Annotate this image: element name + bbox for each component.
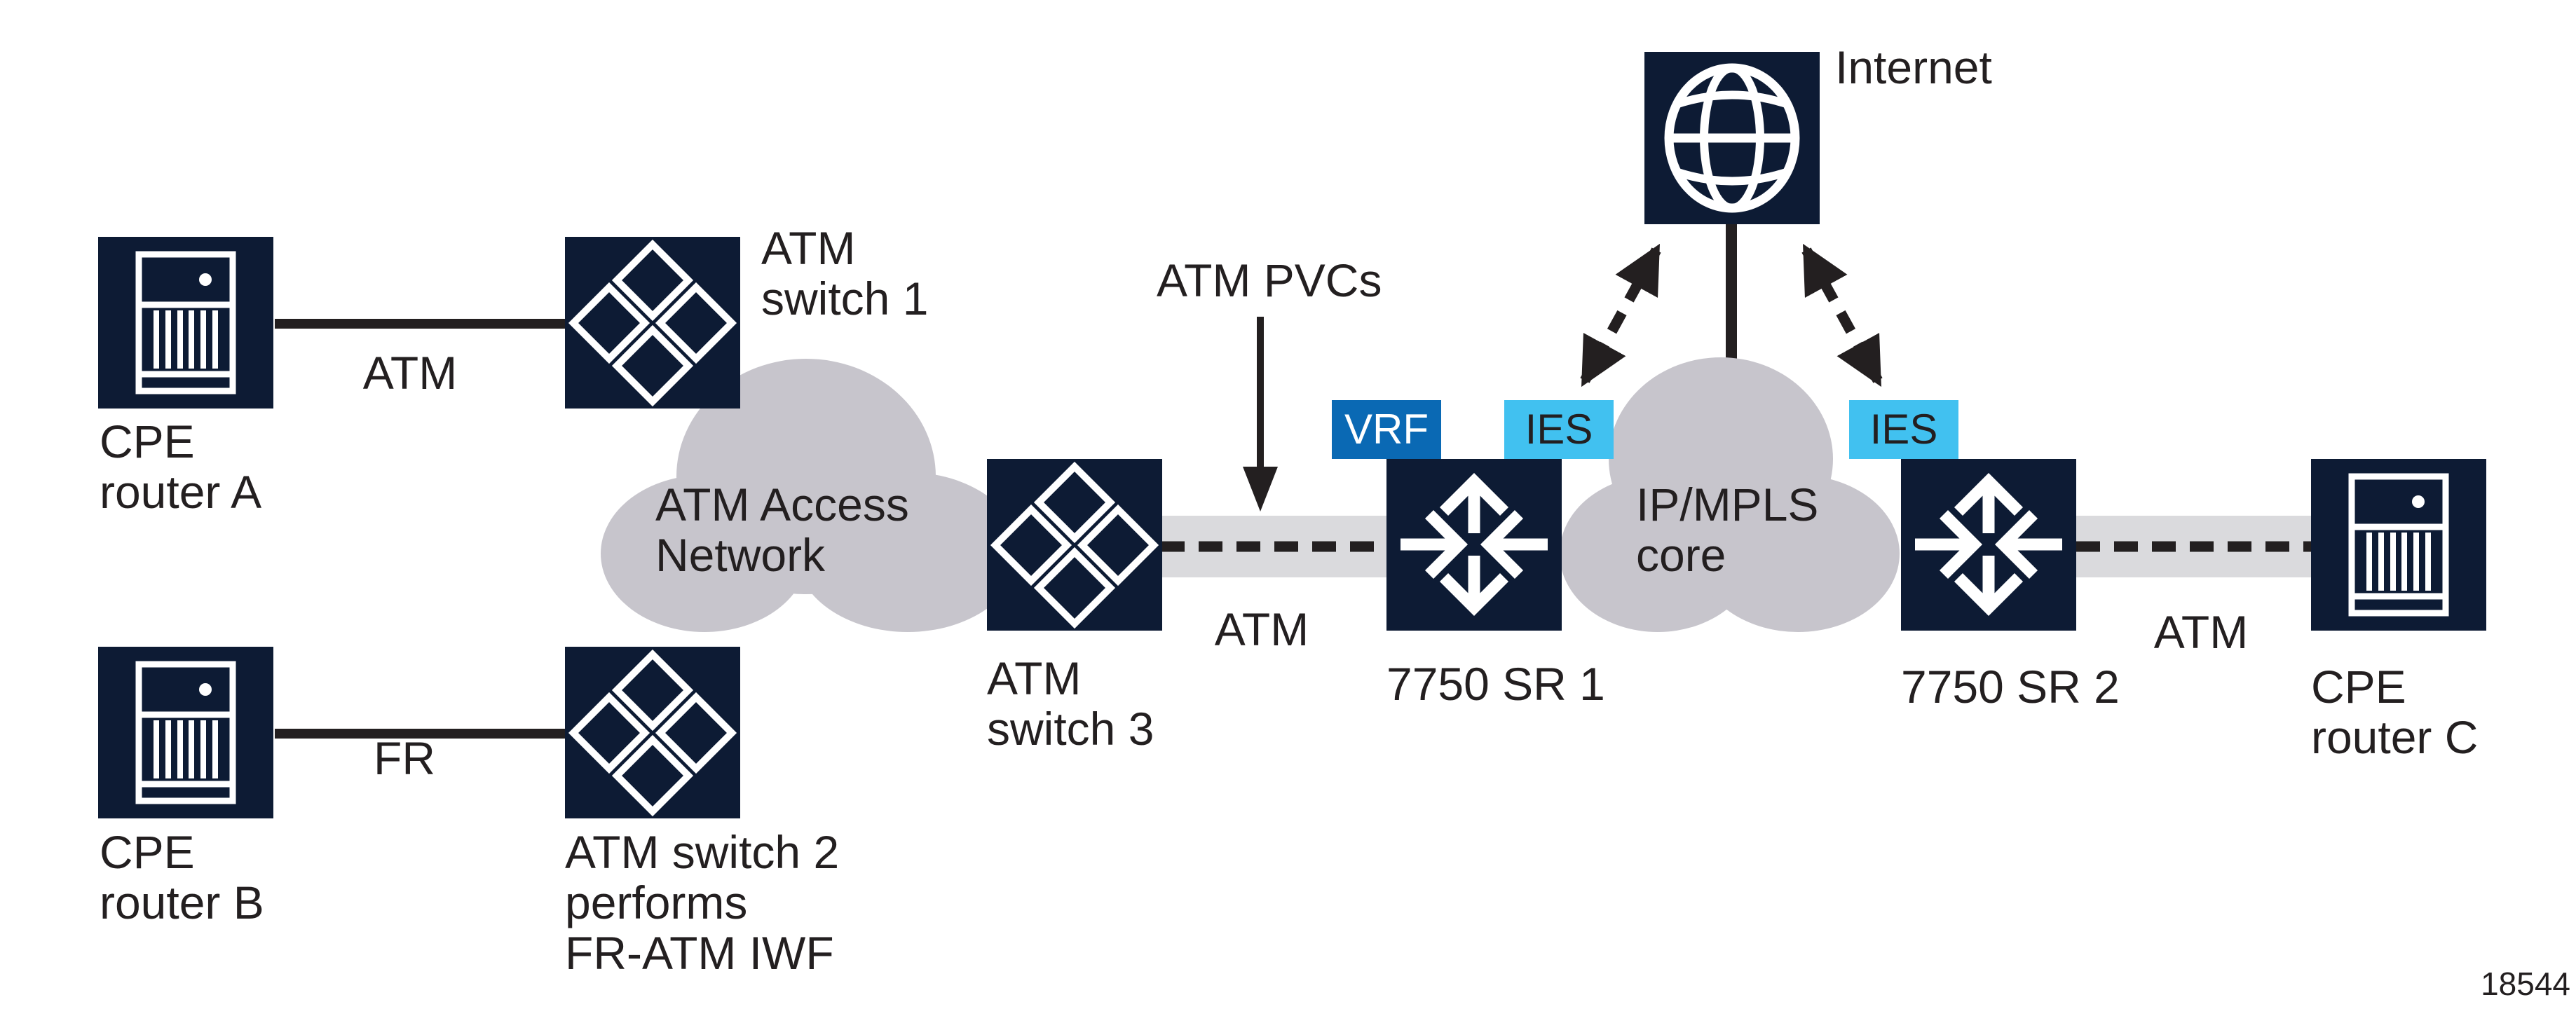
badge-vrf: VRF xyxy=(1332,400,1441,459)
badge-vrf-label: VRF xyxy=(1344,406,1429,453)
globe-icon xyxy=(1644,52,1820,224)
node-internet xyxy=(1644,52,1820,224)
router-icon xyxy=(1386,459,1562,631)
node-atm-switch-2 xyxy=(565,647,740,818)
label-7750-sr-2: 7750 SR 2 xyxy=(1901,661,2120,713)
router-icon xyxy=(1901,459,2076,631)
node-cpe-router-a xyxy=(98,237,273,409)
label-7750-sr-1: 7750 SR 1 xyxy=(1386,658,1605,710)
label-atm-switch-2: ATM switch 2 performs FR-ATM IWF xyxy=(565,826,840,979)
atm-access-network-cloud xyxy=(601,359,1020,632)
server-icon xyxy=(98,647,273,818)
link-label-atm-cpe-a: ATM xyxy=(362,347,458,399)
label-cpe-router-b: CPE router B xyxy=(100,826,264,928)
atm-pvcs-pointer-arrow xyxy=(1243,317,1278,512)
badge-ies-label: IES xyxy=(1869,406,1938,453)
node-7750-sr-2 xyxy=(1901,459,2076,631)
dashed-arrow-internet-sr1 xyxy=(1580,243,1661,387)
badge-ies-sr2: IES xyxy=(1849,400,1958,459)
link-label-fr-cpe-b: FR xyxy=(374,732,435,784)
label-atm-access-network: ATM Access Network xyxy=(655,479,909,581)
label-internet: Internet xyxy=(1835,41,1992,93)
link-label-atm-sr2-cpe-c: ATM xyxy=(2153,606,2249,658)
node-cpe-router-c xyxy=(2311,459,2486,631)
label-atm-switch-3: ATM switch 3 xyxy=(987,652,1154,755)
atm-switch-icon xyxy=(565,647,740,818)
figure-number: 18544 xyxy=(2481,966,2570,1002)
pvc-band-switch3-sr1 xyxy=(1161,516,1386,577)
badge-ies-label: IES xyxy=(1525,406,1593,453)
badge-ies-sr1: IES xyxy=(1504,400,1614,459)
server-icon xyxy=(98,237,273,409)
label-atm-switch-1: ATM switch 1 xyxy=(761,222,929,324)
node-atm-switch-1 xyxy=(565,237,740,409)
dashed-arrow-internet-sr2 xyxy=(1801,243,1883,387)
node-7750-sr-1 xyxy=(1386,459,1562,631)
link-label-atm-switch3-sr1: ATM xyxy=(1214,603,1309,655)
label-ip-mpls-core: IP/MPLS core xyxy=(1636,479,1819,581)
label-cpe-router-a: CPE router A xyxy=(100,416,262,518)
annotation-atm-pvcs: ATM PVCs xyxy=(1157,254,1382,306)
label-cpe-router-c: CPE router C xyxy=(2311,661,2479,763)
ip-mpls-core-cloud xyxy=(1560,357,1900,632)
server-icon xyxy=(2311,459,2486,631)
atm-switch-icon xyxy=(987,459,1162,631)
node-atm-switch-3 xyxy=(987,459,1162,631)
atm-switch-icon xyxy=(565,237,740,409)
node-cpe-router-b xyxy=(98,647,273,818)
